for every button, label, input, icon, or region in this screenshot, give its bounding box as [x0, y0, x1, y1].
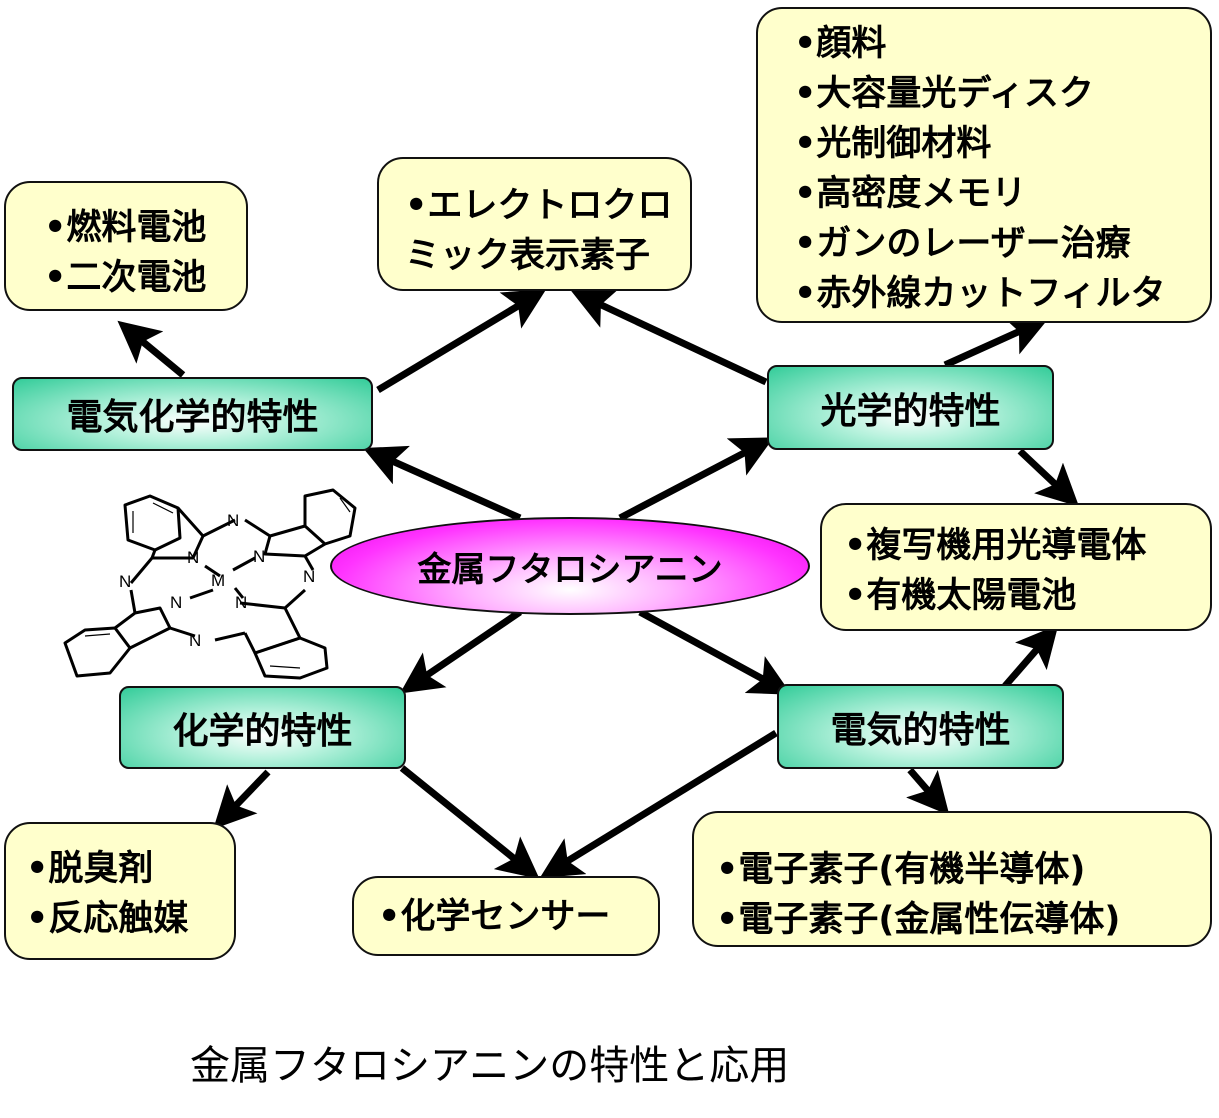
- atom-n: N: [303, 567, 315, 586]
- app-item: •エレクトロクロ: [405, 186, 673, 226]
- atom-m: M: [211, 571, 225, 590]
- app-box-batteries: •燃料電池 •二次電池: [4, 181, 248, 311]
- arrow-optical-to-optical-apps: [943, 316, 1049, 369]
- atom-n: N: [119, 572, 131, 591]
- app-box-photoconductor: •複写機用光導電体 •有機太陽電池: [820, 503, 1212, 631]
- arrow-electrical-to-photoconductor: [1002, 624, 1059, 689]
- atom-n: N: [227, 511, 239, 530]
- app-item: •電子素子(金属性伝導体): [716, 900, 1121, 940]
- atom-n: N: [189, 631, 201, 650]
- app-box-chemical-sensor: •化学センサー: [352, 876, 660, 956]
- arrow-chemical-to-deodorant: [213, 769, 271, 830]
- app-item: •顔料: [794, 24, 887, 64]
- arrow-center-to-optical: [618, 437, 774, 522]
- property-electrical: 電気的特性: [777, 684, 1064, 769]
- arrow-chemical-to-sensor: [399, 765, 540, 880]
- app-item: •有機太陽電池: [844, 576, 1077, 616]
- arrow-electrochemical-to-batteries: [117, 320, 186, 378]
- app-item: •化学センサー: [378, 897, 611, 937]
- phthalocyanine-structure-icon: N N N N N N N N M: [63, 488, 357, 680]
- arrow-electrical-to-electronic: [906, 767, 950, 816]
- app-item: •赤外線カットフィルタ: [794, 274, 1166, 314]
- app-item: ミック表示素子: [405, 236, 651, 276]
- arrow-optical-to-electrochromic: [571, 289, 768, 386]
- app-item: •燃料電池: [44, 208, 207, 248]
- atom-n: N: [170, 593, 182, 612]
- app-item: •光制御材料: [794, 124, 992, 164]
- app-item: •二次電池: [44, 258, 207, 298]
- app-box-electrochromic: •エレクトロクロ ミック表示素子: [377, 157, 692, 291]
- arrow-electrical-to-sensor: [539, 730, 778, 879]
- arrow-center-to-electrochemical: [363, 445, 522, 522]
- app-item: •反応触媒: [26, 899, 189, 939]
- app-item: •複写機用光導電体: [844, 526, 1147, 566]
- app-item: •大容量光ディスク: [794, 74, 1094, 114]
- app-item: •電子素子(有機半導体): [716, 850, 1086, 890]
- app-box-chemical-applications: •脱臭剤 •反応触媒: [4, 822, 236, 960]
- arrow-center-to-electrical: [638, 608, 792, 695]
- arrow-electrochemical-to-electrochromic: [376, 288, 547, 394]
- property-chemical: 化学的特性: [119, 686, 406, 769]
- arrow-center-to-chemical: [399, 609, 522, 694]
- center-ellipse-metal-phthalocyanine: 金属フタロシアニン: [330, 517, 810, 615]
- atom-n: N: [187, 548, 199, 567]
- app-item: •ガンのレーザー治療: [794, 224, 1131, 264]
- app-item: •脱臭剤: [26, 849, 154, 889]
- property-electrochemical: 電気化学的特性: [12, 377, 373, 451]
- property-optical: 光学的特性: [767, 365, 1054, 450]
- arrow-optical-to-photoconductor: [1017, 448, 1080, 507]
- figure-caption: 金属フタロシアニンの特性と応用: [190, 1043, 790, 1089]
- atom-n: N: [235, 593, 247, 612]
- app-box-optical-applications: •顔料 •大容量光ディスク •光制御材料 •高密度メモリ •ガンのレーザー治療 …: [756, 7, 1212, 323]
- app-box-electronic-devices: •電子素子(有機半導体) •電子素子(金属性伝導体): [692, 811, 1212, 947]
- app-item: •高密度メモリ: [794, 174, 1027, 214]
- atom-n: N: [253, 547, 265, 566]
